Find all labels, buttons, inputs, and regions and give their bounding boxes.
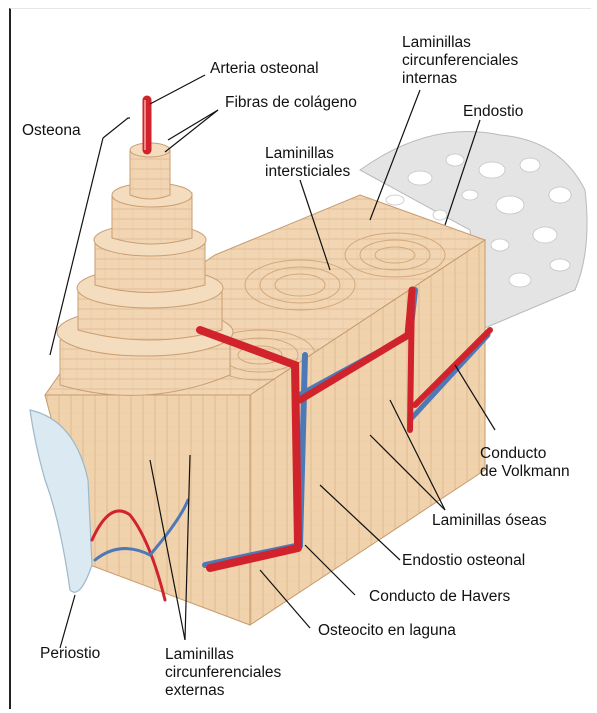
label-conducto-havers: Conducto de Havers <box>369 588 510 606</box>
label-line: internas <box>402 70 518 88</box>
label-laminillas-circunferenciales-externas: Laminillas circunferenciales externas <box>165 646 281 700</box>
label-endostio-osteonal: Endostio osteonal <box>402 552 525 570</box>
label-endostio: Endostio <box>463 103 523 121</box>
label-conducto-volkmann: Conducto de Volkmann <box>480 445 570 481</box>
label-line: Laminillas <box>165 646 281 664</box>
label-laminillas-oseas: Laminillas óseas <box>432 512 547 530</box>
label-laminillas-intersticiales: Laminillas intersticiales <box>265 145 350 181</box>
label-line: de Volkmann <box>480 463 570 481</box>
label-line: Laminillas <box>402 34 518 52</box>
label-periostio: Periostio <box>40 645 100 663</box>
label-laminillas-circunferenciales-internas: Laminillas circunferenciales internas <box>402 34 518 88</box>
label-line: Laminillas <box>265 145 350 163</box>
label-line: circunferenciales <box>402 52 518 70</box>
label-line: circunferenciales <box>165 664 281 682</box>
label-osteona: Osteona <box>22 122 81 140</box>
label-line: Conducto <box>480 445 570 463</box>
label-fibras-colageno: Fibras de colágeno <box>225 94 357 112</box>
label-arteria-osteonal: Arteria osteonal <box>210 60 319 78</box>
label-line: externas <box>165 682 281 700</box>
label-osteocito-laguna: Osteocito en laguna <box>318 622 456 640</box>
label-line: intersticiales <box>265 163 350 181</box>
